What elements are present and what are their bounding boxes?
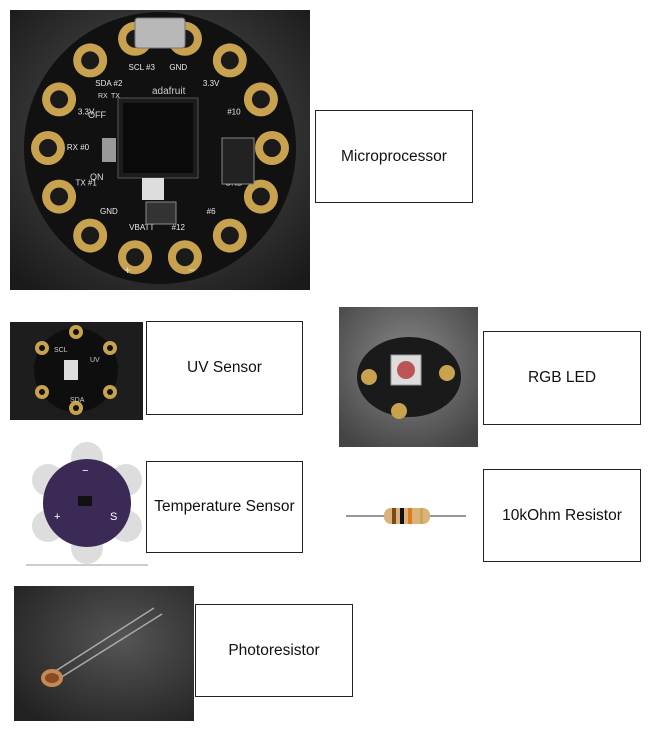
pad-label: GND (169, 63, 187, 72)
rgb-led-label: RGB LED (483, 331, 641, 425)
microprocessor-label: Microprocessor (315, 110, 473, 203)
temp-plus-text: + (54, 511, 60, 523)
pad-label: #10 (227, 108, 241, 117)
pad-label: SDA #2 (95, 79, 123, 88)
pad-label: TX #1 (75, 179, 97, 188)
plus-text: + (124, 263, 131, 277)
temperature-sensor-label: Temperature Sensor (146, 461, 303, 553)
uv-sda-text: SDA (70, 397, 85, 404)
temp-signal-text: S (110, 511, 117, 523)
rgb-led-board-image (339, 307, 478, 447)
pad-hole (175, 248, 194, 267)
minus-text: − (188, 263, 195, 277)
temperature-sensor-photo: + − S (22, 440, 152, 570)
pad-label: 3.3V (203, 79, 220, 88)
pad-hole (220, 51, 239, 70)
tx-text: TX (111, 93, 120, 100)
pad-label: #6 (207, 207, 216, 216)
pad-label: RX #0 (67, 143, 90, 152)
pad-hole (50, 187, 69, 206)
pad-label: 3.3V (78, 108, 95, 117)
photoresistor-photo (14, 586, 194, 721)
pad-label: SCL #3 (129, 63, 156, 72)
pad-hole (251, 187, 270, 206)
pad-hole (220, 226, 239, 245)
pad-hole (251, 90, 270, 109)
pad-hole (263, 139, 281, 157)
uv-text: UV (90, 357, 100, 364)
rgb-led-photo (339, 307, 478, 447)
uv-sensor-board-image: SCL UV SDA (10, 322, 143, 420)
uv-sensor-label: UV Sensor (146, 321, 303, 415)
pad-hole (50, 90, 69, 109)
pad-hole (39, 139, 57, 157)
pad-label: #12 (172, 223, 186, 232)
pad-hole (126, 248, 145, 267)
photoresistor-label: Photoresistor (195, 604, 353, 697)
uv-sensor-photo: SCL UV SDA (10, 322, 143, 420)
pad-label: VBATT (129, 223, 154, 232)
pad-hole (81, 51, 100, 70)
uv-scl-text: SCL (54, 347, 68, 354)
rx-text: RX (98, 93, 108, 100)
brand-text: adafruit (152, 86, 186, 97)
temperature-sensor-board-image: + − S (22, 440, 152, 570)
switch-on-text: ON (90, 172, 104, 182)
resistor-photo (346, 502, 466, 530)
pad-label: GND (100, 207, 118, 216)
switch-off-text: OFF (88, 110, 106, 120)
temp-minus-text: − (82, 465, 88, 477)
resistor-label: 10kOhm Resistor (483, 469, 641, 562)
pad-hole (81, 226, 100, 245)
resistor-image (346, 508, 466, 524)
photoresistor-image (14, 586, 194, 721)
